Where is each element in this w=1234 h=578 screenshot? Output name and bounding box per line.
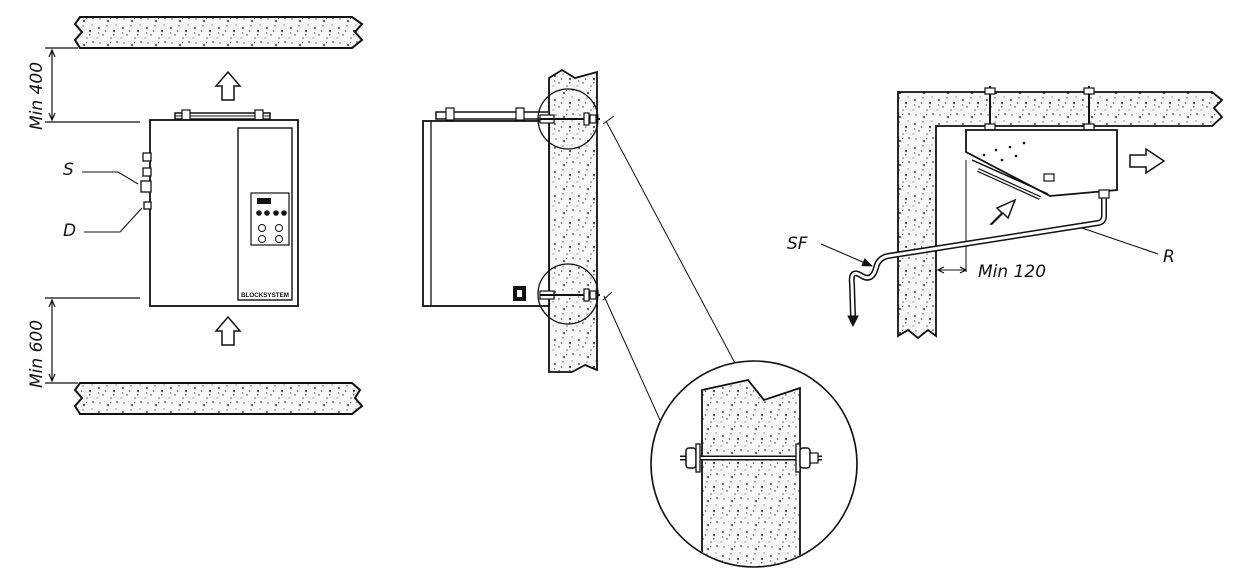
drain-pipe-label: R — [1163, 247, 1175, 267]
dimension-wall — [936, 266, 968, 274]
drain-pipe — [847, 189, 1110, 328]
condensing-unit-side — [422, 120, 550, 307]
hanging-rods — [984, 86, 1095, 136]
clearance-bottom-label: Min 600 — [27, 320, 47, 388]
dimension-bottom — [45, 297, 140, 384]
display-icon — [257, 198, 271, 204]
drain-pipe-leader — [1081, 227, 1159, 255]
evaporator-unit — [965, 129, 1118, 197]
siphon-leader — [820, 243, 874, 267]
control-buttons — [256, 210, 287, 243]
siphon-label: SF — [787, 234, 808, 254]
mounting-bracket — [174, 109, 271, 121]
airflow-diagonal-icon — [989, 198, 1017, 225]
discharge-label: D — [63, 221, 76, 241]
side-view — [422, 68, 858, 568]
clearance-wall-label: Min 120 — [978, 262, 1046, 282]
floor-slab — [73, 382, 364, 415]
detail-magnified — [650, 360, 858, 568]
side-bracket-top — [435, 107, 600, 126]
front-view: Min 400 Min 600 — [27, 16, 364, 415]
suction-label: S — [63, 160, 74, 180]
brand-plate: BLOCKSYSTEM — [241, 293, 289, 299]
ceiling-slab — [73, 16, 364, 49]
ceiling-wall-section — [897, 91, 1224, 340]
dimension-top — [45, 47, 140, 123]
ceiling-view: Min 120 SF R — [787, 86, 1224, 340]
detail-leaders — [602, 115, 745, 421]
pipe-connections — [140, 152, 152, 210]
side-bracket-bottom — [539, 288, 600, 302]
connection-leaders — [82, 171, 143, 233]
airflow-up-icon — [214, 70, 242, 101]
unit-dots — [982, 141, 1026, 162]
airflow-up-icon — [214, 315, 242, 346]
airflow-right-icon — [1129, 147, 1166, 175]
detail-circle-bottom — [537, 263, 599, 325]
detail-circle-top — [537, 88, 599, 150]
clearance-top-label: Min 400 — [27, 62, 47, 130]
